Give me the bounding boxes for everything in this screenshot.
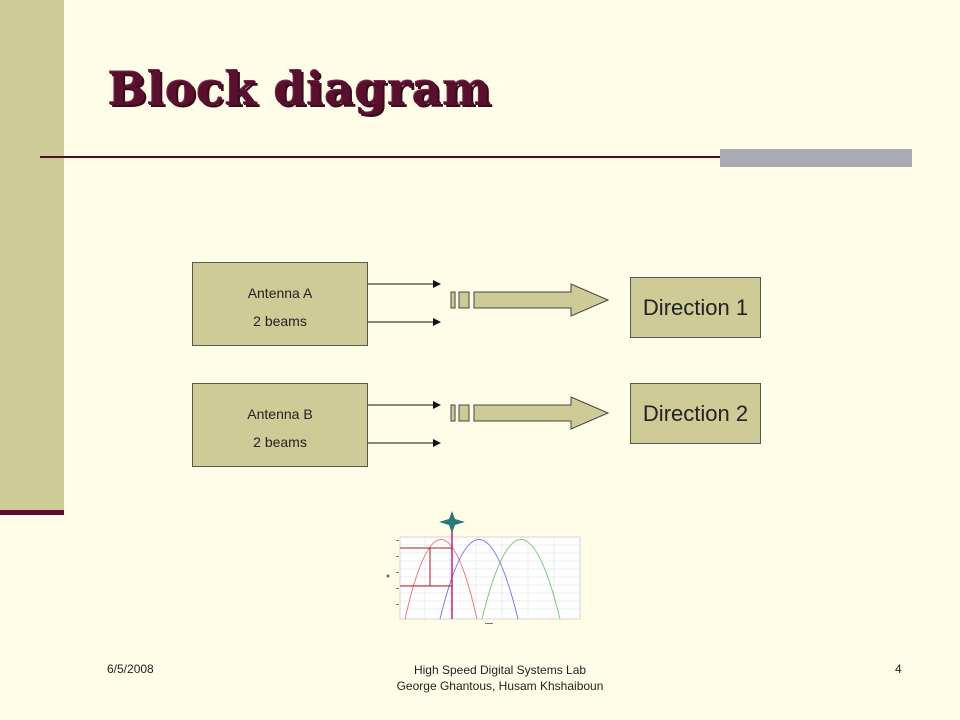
footer-authors: George Ghantous, Husam Khshaiboun: [396, 679, 604, 693]
page-number: 4: [895, 662, 902, 676]
left-accent-bar-base: [0, 510, 64, 515]
slide-title: Block diagram: [108, 62, 492, 116]
beam-pattern-plot: [386, 511, 581, 624]
antenna-b-beams: 2 beams: [253, 434, 307, 450]
antenna-a-label: Antenna A: [247, 285, 313, 301]
footer-lab: High Speed Digital Systems Lab: [413, 663, 587, 677]
title-divider-accent: [720, 149, 912, 167]
left-accent-bar: [0, 0, 64, 512]
direction-2-block: Direction 2: [630, 383, 761, 444]
block-arrow-1: [450, 283, 610, 317]
footer-credits: High Speed Digital Systems Lab George Gh…: [300, 662, 700, 694]
title-divider: [40, 156, 912, 158]
antenna-b-label: Antenna B: [247, 406, 313, 422]
antenna-a-block: Antenna A 2 beams: [192, 262, 368, 346]
antenna-b-block: Antenna B 2 beams: [192, 383, 368, 467]
antenna-a-beams: 2 beams: [253, 313, 307, 329]
block-arrow-2: [450, 396, 610, 430]
direction-1-block: Direction 1: [630, 277, 761, 338]
star-marker-icon: [439, 511, 465, 533]
footer-date: 6/5/2008: [107, 662, 154, 676]
